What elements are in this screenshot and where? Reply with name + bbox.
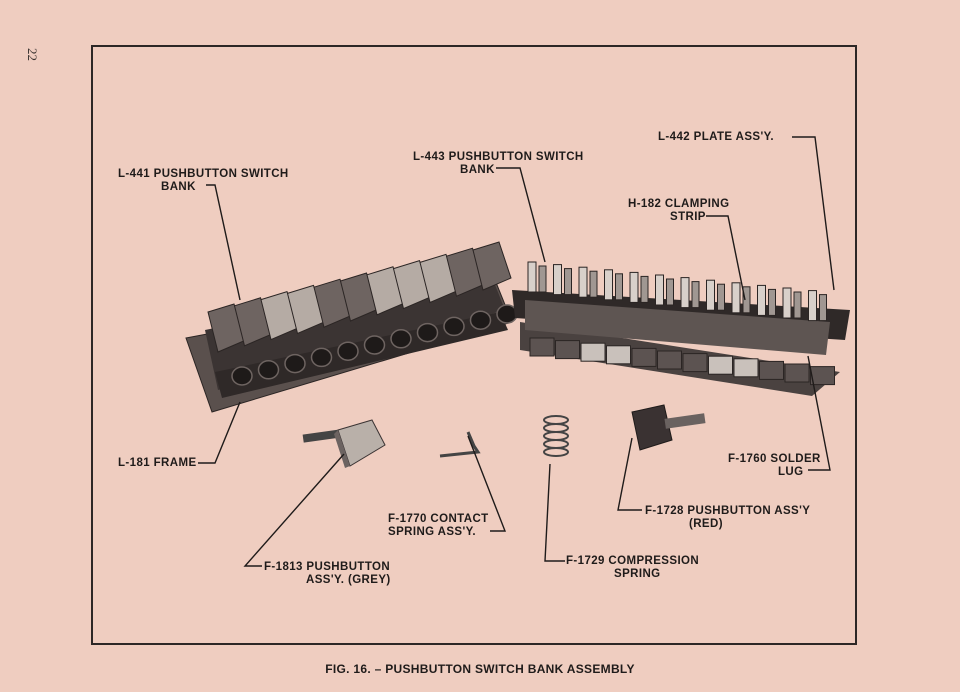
solder-lug (782, 287, 792, 319)
label-f1813-line1: F-1813 PUSHBUTTON (264, 561, 391, 573)
grey-pushbutton (302, 419, 386, 468)
right-key-cap (784, 363, 810, 383)
left-switch-hole (257, 360, 280, 380)
label-h182-line2: STRIP (670, 211, 706, 223)
solder-lug (793, 291, 802, 319)
solder-lug (717, 283, 725, 311)
solder-lug (538, 265, 547, 293)
label-f1729-line2: SPRING (614, 568, 661, 580)
label-f1728-line2: (RED) (689, 518, 723, 530)
red-pushbutton (631, 404, 706, 451)
solder-lug (706, 279, 715, 311)
label-l441: L-441 PUSHBUTTON SWITCH BANK (118, 168, 289, 194)
label-f1760-line2: LUG (778, 466, 804, 478)
label-f1770-line1: F-1770 CONTACT (388, 513, 489, 525)
label-f1770: F-1770 CONTACT SPRING ASS'Y. (388, 513, 489, 539)
right-key-cap (708, 355, 733, 375)
left-switch-hole (416, 322, 439, 343)
label-f1728: F-1728 PUSHBUTTON ASS'Y (RED) (645, 505, 810, 531)
label-f1728-line1: F-1728 PUSHBUTTON ASS'Y (645, 505, 811, 517)
right-key-cap (529, 337, 555, 357)
right-key-cap (759, 360, 784, 380)
solder-lug (742, 286, 751, 314)
solder-lug (768, 288, 776, 316)
solder-lug (615, 273, 623, 301)
solder-lug (680, 277, 690, 309)
solder-lug (666, 278, 674, 306)
solder-lug (527, 261, 537, 293)
solder-lug (731, 282, 741, 314)
label-l181: L-181 FRAME (118, 457, 197, 470)
solder-lug (808, 290, 817, 322)
label-l443-line1: L-443 PUSHBUTTON SWITCH (413, 151, 584, 163)
label-h182-line1: H-182 CLAMPING (628, 198, 730, 210)
label-h182: H-182 CLAMPING STRIP (628, 198, 729, 224)
right-key-cap (657, 350, 682, 370)
label-l442-line1: L-442 PLATE ASS'Y. (658, 131, 775, 143)
right-key-cap (733, 358, 759, 378)
solder-lug (640, 275, 649, 303)
right-key-cap (810, 366, 835, 386)
label-f1729: F-1729 COMPRESSION SPRING (566, 555, 699, 581)
right-key-row (529, 337, 835, 386)
label-f1813: F-1813 PUSHBUTTON ASS'Y. (GREY) (264, 561, 391, 587)
left-switch-hole (284, 353, 306, 374)
left-switch-button (472, 241, 512, 291)
solder-lug (691, 281, 700, 309)
right-key-cap (580, 342, 606, 362)
left-hole-row (231, 304, 518, 386)
solder-lug (553, 264, 562, 296)
solder-lug (757, 284, 766, 316)
left-switch-hole (443, 316, 465, 337)
figure-frame (91, 45, 857, 645)
right-key-cap (631, 347, 657, 367)
right-key-cap (606, 345, 631, 365)
compression-spring (543, 415, 569, 457)
solder-lug (578, 266, 588, 298)
left-button-row (207, 241, 512, 353)
left-switch-hole (310, 347, 333, 368)
label-l441-line2: BANK (161, 181, 196, 193)
label-f1813-line2: ASS'Y. (GREY) (306, 574, 391, 586)
right-key-cap (682, 353, 708, 373)
solder-lug (655, 274, 664, 306)
solder-lug (604, 269, 613, 301)
right-key-cap (555, 340, 580, 360)
left-switch-hole (390, 329, 412, 349)
label-l441-line1: L-441 PUSHBUTTON SWITCH (118, 168, 289, 180)
solder-lug (819, 294, 827, 322)
label-l443-line2: BANK (460, 164, 495, 176)
solder-lug (589, 270, 598, 298)
left-switch-hole (231, 366, 253, 386)
contact-spring (439, 431, 481, 458)
right-lug-row (527, 261, 827, 322)
left-switch-hole (469, 310, 492, 330)
label-f1760: F-1760 SOLDER LUG (728, 453, 821, 479)
label-l443: L-443 PUSHBUTTON SWITCH BANK (413, 151, 584, 177)
label-f1729-line1: F-1729 COMPRESSION (566, 555, 700, 567)
label-l181-line1: L-181 FRAME (118, 457, 197, 469)
solder-lug (564, 268, 572, 296)
figure-caption: FIG. 16. – PUSHBUTTON SWITCH BANK ASSEMB… (325, 662, 635, 676)
left-switch-hole (337, 341, 359, 361)
label-l442: L-442 PLATE ASS'Y. (658, 131, 774, 144)
left-switch-hole (363, 335, 386, 355)
label-f1760-line1: F-1760 SOLDER (728, 453, 821, 465)
solder-lug (629, 271, 639, 303)
label-f1770-line2: SPRING ASS'Y. (388, 526, 477, 538)
leader-lines (198, 136, 835, 567)
